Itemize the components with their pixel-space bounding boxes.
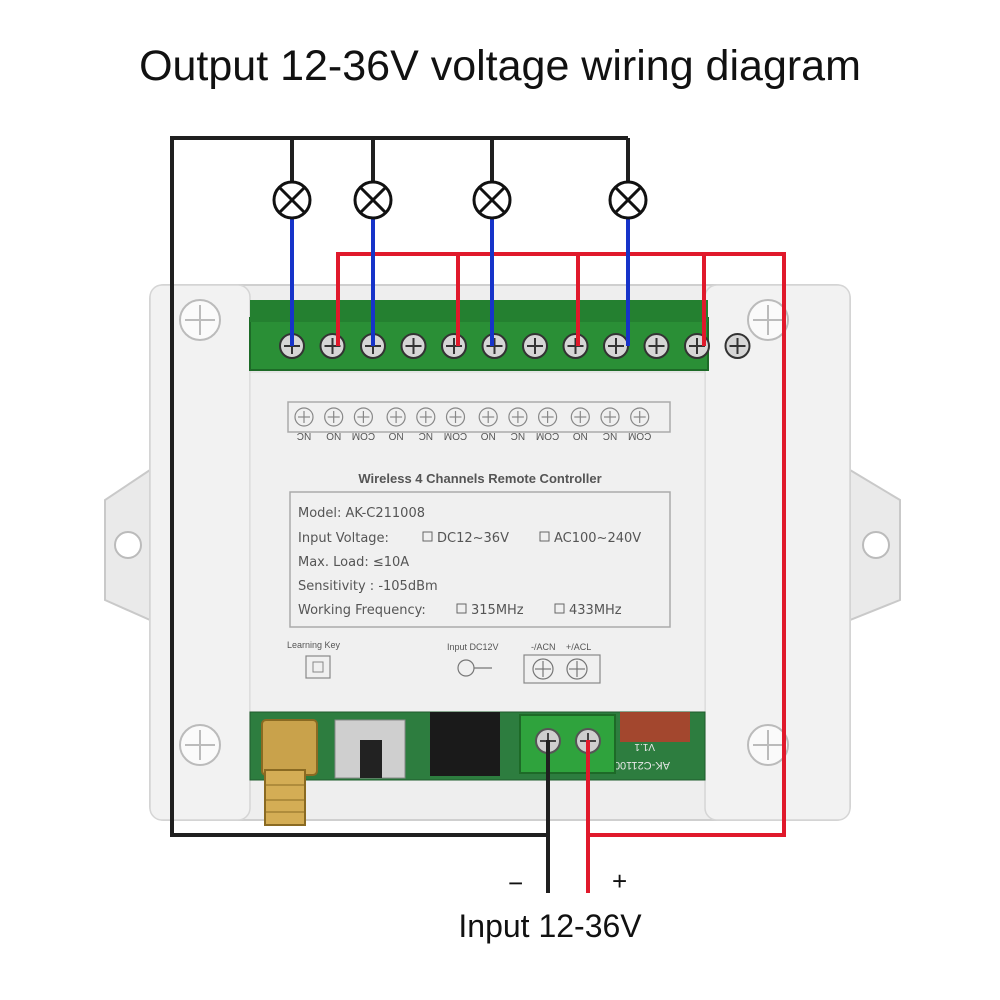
learning-key-icon — [305, 655, 331, 679]
terminal-icon-strip — [287, 401, 671, 433]
power-screw-icon — [532, 658, 588, 680]
negative-sign: − — [508, 868, 524, 898]
spec-opt-dc: DC12~36V — [437, 531, 509, 546]
spec-frequency: Working Frequency: — [298, 603, 426, 618]
terminal-icons — [294, 407, 650, 427]
terminal-screw-icon — [724, 333, 751, 359]
lamp-icon — [608, 180, 648, 220]
positive-sign: + — [612, 866, 628, 896]
terminal-symbol-icon — [353, 407, 373, 427]
terminal-screw-icon — [562, 333, 589, 359]
housing-flange-left — [104, 468, 151, 622]
diagram-title: Output 12-36V voltage wiring diagram — [139, 42, 861, 90]
spec-opt-433: 433MHz — [569, 603, 622, 618]
antenna-connector — [261, 719, 318, 826]
terminal-label: NC — [603, 430, 617, 441]
terminal-symbol-icon — [478, 407, 498, 427]
checkbox-ac — [539, 531, 550, 542]
input-label: Input 12-36V — [458, 908, 642, 944]
label-panel — [249, 371, 706, 713]
spec-sensitivity: Sensitivity : -105dBm — [298, 579, 438, 594]
terminal-label: COM — [628, 430, 651, 441]
terminal-symbol-icon — [630, 407, 650, 427]
neutral-wire — [170, 136, 628, 837]
acl-label: +/ACL — [566, 642, 591, 652]
terminal-symbol-icon — [445, 407, 466, 427]
terminal-label: NC — [511, 430, 525, 441]
terminal-label: NO — [480, 430, 495, 441]
terminal-label: NC — [419, 430, 433, 441]
spec-model: Model: AK-C211008 — [298, 506, 425, 521]
lamp-icon — [272, 180, 312, 220]
terminal-symbol-icon — [508, 407, 528, 427]
fuse — [620, 712, 690, 742]
screw-icon — [179, 299, 789, 766]
terminal-screw-icon — [603, 333, 629, 359]
output-terminal-block — [249, 300, 751, 371]
terminal-screw-icon — [319, 333, 346, 359]
learning-button-cap — [360, 740, 382, 778]
terminal-labels: NC NO COM NO NC COM NO NC COM NO NC COM — [297, 430, 652, 441]
lamp-icon — [472, 180, 512, 220]
pcb-version: V1.1 — [634, 741, 655, 752]
device-header: Wireless 4 Channels Remote Controller — [358, 471, 601, 486]
checkbox-dc — [422, 531, 433, 542]
positive-wire — [336, 252, 786, 837]
terminal-symbol-icon — [600, 407, 620, 427]
terminal-symbol-icon — [294, 407, 314, 427]
terminal-screw-icon — [441, 333, 467, 359]
learning-key-inner-icon — [312, 661, 324, 673]
spec-max-load: Max. Load: ≤10A — [298, 555, 409, 570]
spec-box — [289, 491, 671, 628]
terminal-label: NO — [388, 430, 403, 441]
wires — [170, 136, 786, 893]
spec-input-voltage: Input Voltage: — [298, 531, 389, 546]
terminal-symbol-icon — [324, 407, 344, 427]
terminal-label: NO — [326, 430, 341, 441]
terminal-symbol-icon — [570, 407, 590, 427]
terminal-screw-icon — [643, 333, 670, 359]
housing-flange-right — [849, 468, 901, 622]
terminal-symbol-icon — [416, 407, 436, 427]
terminal-screw-icon — [522, 333, 548, 359]
input-terminal-block — [519, 714, 616, 774]
terminal-screw-icon — [400, 333, 427, 359]
spec-opt-ac: AC100~240V — [554, 531, 641, 546]
terminal-label: COM — [536, 430, 559, 441]
learning-key-label: Learning Key — [287, 640, 341, 650]
terminal-label: NO — [573, 430, 588, 441]
terminal-screw-icon — [481, 333, 508, 359]
acn-label: -/ACN — [531, 642, 556, 652]
spec-opt-315: 315MHz — [471, 603, 524, 618]
power-terminal-icon — [523, 654, 601, 684]
terminal-symbol-icon — [537, 407, 558, 427]
checkbox-433 — [554, 603, 565, 614]
dc-jack — [430, 712, 500, 776]
terminal-symbol-icon — [386, 407, 406, 427]
input-dc-label: Input DC12V — [447, 642, 499, 652]
pcb-label: AK-C211008 — [608, 759, 670, 771]
lamp-icon — [353, 180, 393, 220]
terminal-label: NC — [297, 430, 311, 441]
checkbox-315 — [456, 603, 467, 614]
terminal-label: COM — [444, 430, 467, 441]
terminal-label: COM — [352, 430, 375, 441]
